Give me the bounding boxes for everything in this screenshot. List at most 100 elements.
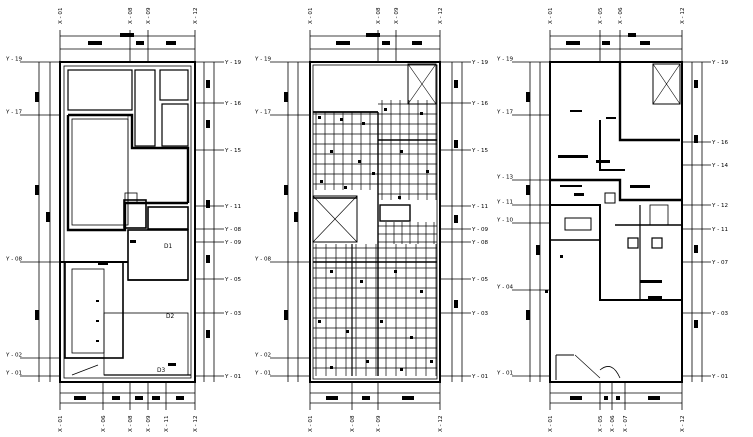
grid-label-y: Y - 19: [471, 60, 489, 66]
grid-label-y: Y - 09: [471, 227, 489, 233]
column-marker: [400, 368, 403, 371]
grid-label-y: Y - 19: [711, 60, 729, 66]
grid-label-x: X - 01: [308, 7, 314, 24]
grid-label-x: X - 08: [128, 7, 134, 24]
grid-label-y: Y - 01: [5, 371, 23, 377]
column-marker: [410, 336, 413, 339]
grid-label-y: Y - 05: [471, 277, 489, 283]
grid-label-y: Y - 19: [254, 57, 272, 63]
axis-labels: Y - 19 Y - 17 Y - 08 Y - 02 Y - 01 Y - 19 Y - …: [5, 7, 729, 432]
grid-label-y: Y - 11: [224, 204, 242, 210]
grid-label-x: X - 05: [598, 415, 604, 432]
grid-label-y: Y - 01: [254, 371, 272, 377]
grid-label-y: Y - 03: [224, 311, 242, 317]
column-marker: [426, 170, 429, 173]
grid-label-y: Y - 19: [5, 57, 23, 63]
grid-label-x: X - 09: [394, 7, 400, 24]
grid-label-y: Y - 11: [471, 204, 489, 210]
column-marker: [344, 186, 347, 189]
grid-label-y: Y - 03: [711, 311, 729, 317]
grid-label-y: Y - 08: [5, 257, 23, 263]
grid-label-x: X - 05: [598, 7, 604, 24]
column-marker: [320, 180, 323, 183]
left-panel: [35, 30, 215, 410]
grid-label-x: X - 07: [623, 415, 629, 432]
grid-label-x: X - 12: [193, 415, 199, 432]
column-marker: [360, 280, 363, 283]
column-marker: [420, 112, 423, 115]
column-marker: [358, 160, 361, 163]
grid-label-x: X - 12: [680, 415, 686, 432]
grid-label-x: X - 12: [438, 7, 444, 24]
grid-label-x: X - 08: [128, 415, 134, 432]
grid-label-y: Y - 19: [496, 57, 514, 63]
grid-label-y: Y - 08: [471, 240, 489, 246]
grid-label-y: Y - 01: [224, 374, 242, 380]
grid-label-y: Y - 04: [496, 285, 514, 291]
column-marker: [398, 196, 401, 199]
grid-label-y: Y - 13: [496, 175, 514, 181]
grid-label-y: Y - 19: [224, 60, 242, 66]
grid-label-x: X - 09: [376, 415, 382, 432]
grid-label-y: Y - 16: [224, 101, 242, 107]
column-marker: [430, 360, 433, 363]
grid-label-y: Y - 05: [224, 277, 242, 283]
column-marker: [372, 172, 375, 175]
grid-label-y: Y - 02: [254, 353, 271, 359]
grid-label-x: X - 06: [618, 7, 624, 24]
grid-label-x: X - 12: [193, 7, 199, 24]
grid-label-x: X - 01: [308, 415, 314, 432]
column-marker: [384, 108, 387, 111]
grid-label-y: Y - 11: [496, 200, 514, 206]
grid-label-x: X - 01: [58, 415, 64, 432]
grid-label-x: X - 06: [101, 415, 107, 432]
grid-label-x: X - 09: [146, 415, 152, 432]
column-marker: [400, 150, 403, 153]
grid-label-y: Y - 09: [224, 240, 242, 246]
grid-label-x: X - 09: [146, 7, 152, 24]
middle-panel: [284, 30, 463, 410]
grid-label-y: Y - 01: [471, 374, 489, 380]
right-panel: [526, 30, 703, 410]
grid-label-y: Y - 07: [711, 260, 729, 266]
grid-label-y: Y - 14: [711, 163, 729, 169]
column-marker: [380, 320, 383, 323]
column-marker: [340, 118, 343, 121]
grid-label-x: X - 08: [350, 415, 356, 432]
grid-label-x: X - 11: [164, 415, 170, 432]
column-marker: [394, 270, 397, 273]
grid-label-y: Y - 17: [254, 110, 272, 116]
column-marker: [420, 290, 423, 293]
grid-label-x: X - 01: [548, 7, 554, 24]
grid-label-y: Y - 08: [254, 257, 272, 263]
grid-label-y: Y - 02: [5, 353, 22, 359]
grid-label-y: Y - 08: [224, 227, 242, 233]
column-marker: [318, 320, 321, 323]
column-marker: [318, 116, 321, 119]
grid-label-y: Y - 11: [711, 227, 729, 233]
grid-label-x: X - 01: [58, 7, 64, 24]
grid-label-y: Y - 01: [496, 371, 514, 377]
grid-label-x: X - 08: [376, 7, 382, 24]
grid-label-y: Y - 15: [224, 148, 242, 154]
grid-label-y: Y - 15: [471, 148, 489, 154]
column-marker: [346, 330, 349, 333]
grid-label-x: X - 01: [548, 415, 554, 432]
grid-label-y: Y - 16: [471, 101, 489, 107]
column-marker: [330, 366, 333, 369]
grid-label-y: Y - 03: [471, 311, 489, 317]
grid-label-y: Y - 17: [496, 110, 514, 116]
grid-label-y: Y - 12: [711, 203, 728, 209]
grid-label-y: Y - 10: [496, 218, 514, 224]
column-marker: [330, 150, 333, 153]
grid-label-x: X - 12: [680, 7, 686, 24]
column-marker: [330, 270, 333, 273]
grid-label-y: Y - 17: [5, 110, 23, 116]
column-marker: [362, 122, 365, 125]
room-label: D1: [164, 244, 172, 250]
grid-label-y: Y - 01: [711, 374, 729, 380]
column-marker: [366, 360, 369, 363]
grid-label-x: X - 12: [438, 415, 444, 432]
grid-label-x: X - 06: [610, 415, 616, 432]
